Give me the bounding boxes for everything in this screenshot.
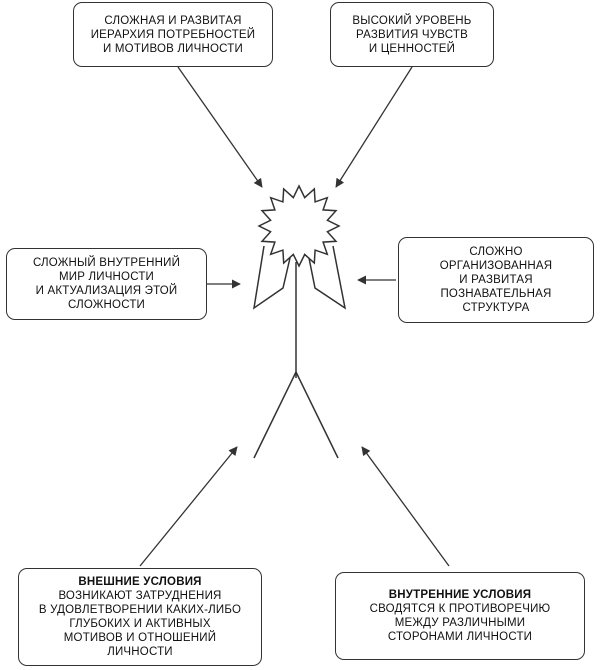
box-bottom-right-line: МЕЖДУ РАЗЛИЧНЫМИ (394, 617, 526, 629)
box-top-right-line: РАЗВИТИЯ ЧУВСТВ (356, 28, 468, 41)
left-leg (253, 371, 297, 459)
human-figure (252, 184, 347, 459)
box-mid-left-line: СЛОЖНЫЙ ВНУТРЕННИЙ (32, 257, 181, 269)
box-top-right: ВЫСОКИЙ УРОВЕНЬ РАЗВИТИЯ ЧУВСТВ И ЦЕННОС… (330, 2, 494, 67)
right-arm (308, 245, 347, 310)
box-mid-left-line: МИР ЛИЧНОСТИ (58, 271, 155, 283)
box-mid-right-line: И РАЗВИТАЯ (459, 274, 533, 286)
box-bottom-left-title: ВНЕШНИЕ УСЛОВИЯ (78, 576, 202, 588)
arrow-bottom-right (361, 446, 450, 567)
box-mid-right-line: ОРГАНИЗОВАННАЯ (439, 260, 553, 272)
box-top-right-line: И ЦЕННОСТЕЙ (368, 42, 456, 55)
box-top-left: СЛОЖНАЯ И РАЗВИТАЯ ИЕРАРХИЯ ПОТРЕБНОСТЕЙ… (73, 2, 273, 67)
left-arm (252, 245, 291, 310)
box-bottom-right-title: ВНУТРЕННИЕ УСЛОВИЯ (388, 589, 532, 601)
box-bottom-right-line: СТОРОНАМИ ЛИЧНОСТИ (387, 631, 533, 643)
box-mid-left-line: СЛОЖНОСТИ (67, 299, 146, 311)
box-bottom-left: ВНЕШНИЕ УСЛОВИЯ ВОЗНИКАЮТ ЗАТРУДНЕНИЯ В … (18, 568, 262, 666)
box-top-right-line: ВЫСОКИЙ УРОВЕНЬ (352, 14, 472, 27)
head-burst-icon (257, 184, 341, 268)
box-mid-right: СЛОЖНО ОРГАНИЗОВАННАЯ И РАЗВИТАЯ ПОЗНАВА… (398, 237, 594, 323)
box-bottom-right: ВНУТРЕННИЕ УСЛОВИЯ СВОДЯТСЯ К ПРОТИВОРЕЧ… (335, 572, 585, 660)
arrows (139, 66, 450, 567)
box-bottom-left-line: ВОЗНИКАЮТ ЗАТРУДНЕНИЯ (58, 590, 222, 602)
arrow-bottom-left (139, 446, 238, 567)
box-mid-left-line: И АКТУАЛИЗАЦИЯ ЭТОЙ (35, 285, 178, 297)
box-mid-right-line: СЛОЖНО (469, 246, 523, 258)
right-leg (295, 371, 339, 459)
box-bottom-left-line: МОТИВОВ И ОТНОШЕНИЙ (63, 632, 217, 644)
box-bottom-left-line: В УДОВЛЕТВОРЕНИИ КАКИХ-ЛИБО (38, 604, 242, 616)
box-mid-right-line: ПОЗНАВАТЕЛЬНАЯ (440, 288, 552, 300)
arrow-top-right (335, 66, 413, 188)
box-top-left-line: И МОТИВОВ ЛИЧНОСТИ (103, 42, 243, 55)
box-top-left-line: ИЕРАРХИЯ ПОТРЕБНОСТЕЙ (90, 28, 256, 41)
box-mid-right-line: СТРУКТУРА (462, 302, 530, 314)
box-bottom-right-line: СВОДЯТСЯ К ПРОТИВОРЕЧИЮ (369, 603, 551, 615)
box-bottom-left-line: ГЛУБОКИХ И АКТИВНЫХ (69, 618, 211, 630)
arrow-top-left (177, 66, 263, 188)
box-bottom-left-line: ЛИЧНОСТИ (107, 646, 173, 658)
box-mid-left: СЛОЖНЫЙ ВНУТРЕННИЙ МИР ЛИЧНОСТИ И АКТУАЛ… (6, 248, 207, 320)
box-top-left-line: СЛОЖНАЯ И РАЗВИТАЯ (104, 14, 242, 27)
